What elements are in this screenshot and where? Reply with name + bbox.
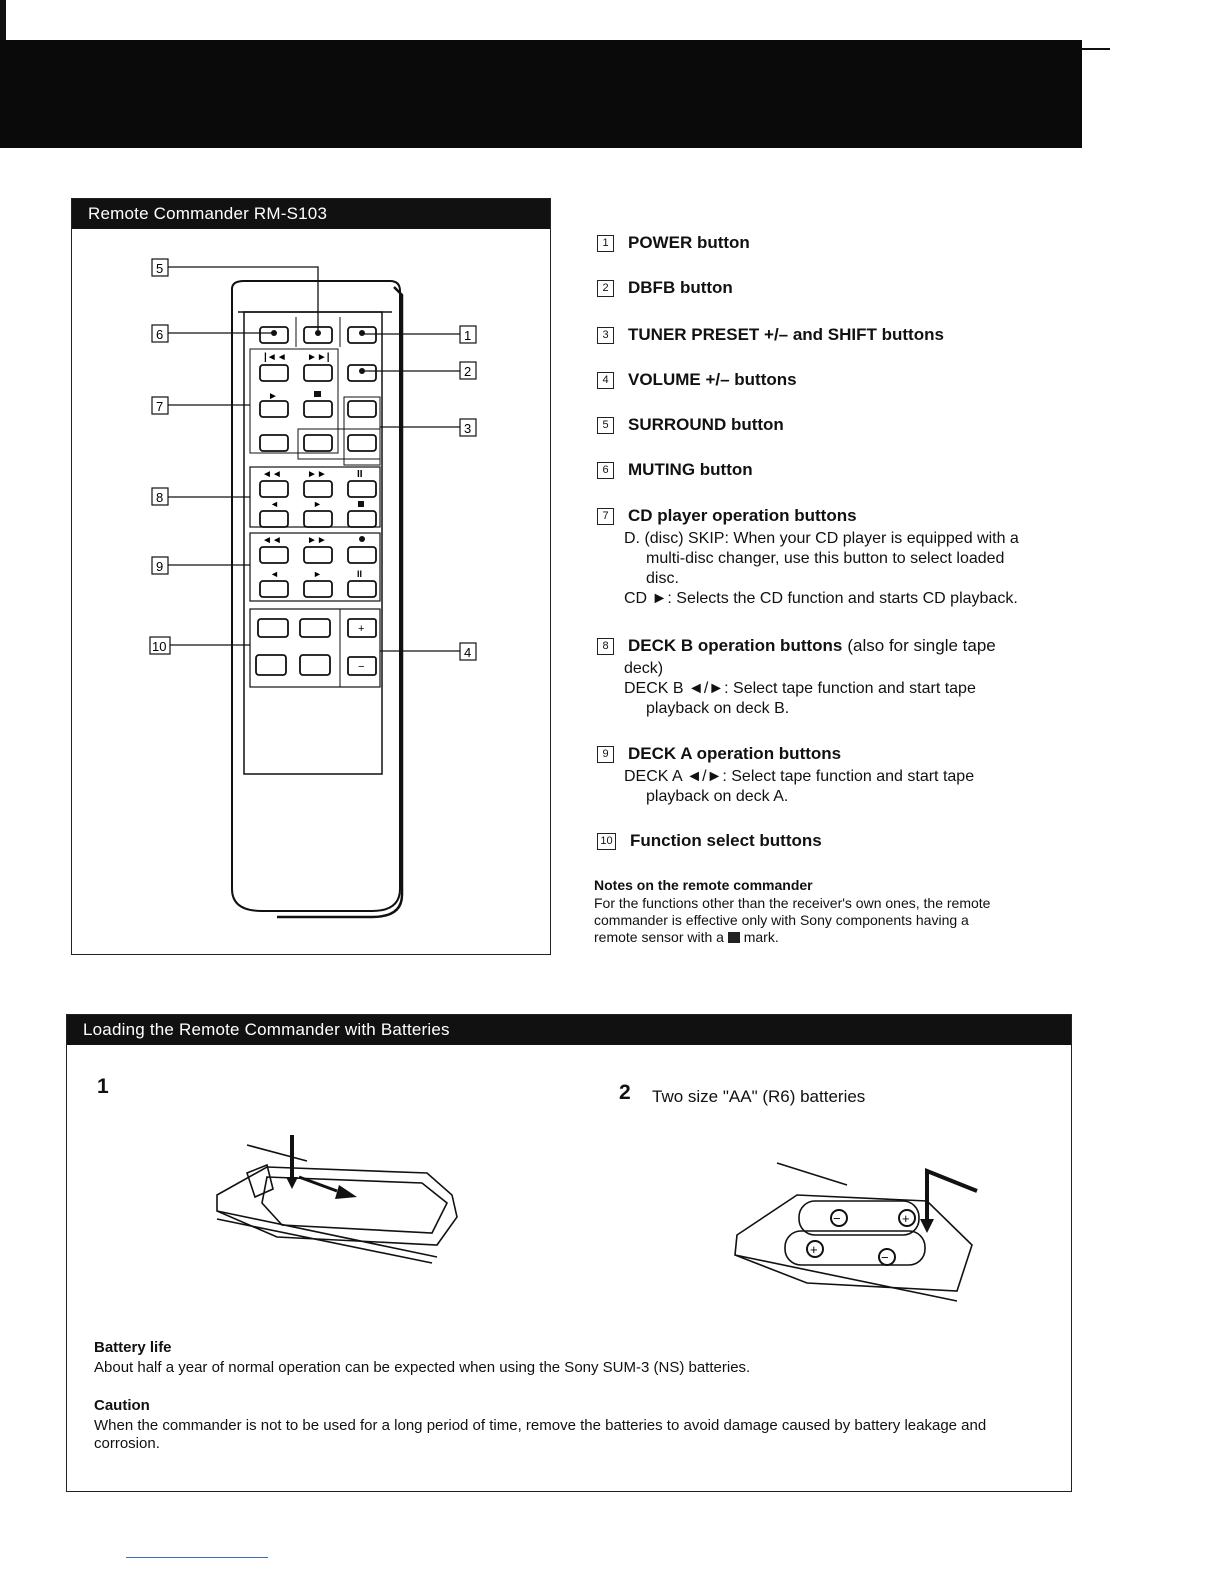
battery-panel: Loading the Remote Commander with Batter… — [66, 1014, 1072, 1492]
battery-life-title: Battery life — [94, 1339, 172, 1356]
svg-text:4: 4 — [464, 645, 471, 660]
part-label: TUNER PRESET +/– and SHIFT buttons — [628, 325, 944, 344]
top-button-row — [259, 317, 377, 347]
svg-text:3: 3 — [464, 421, 471, 436]
step-2-text: Two size "AA" (R6) batteries — [652, 1087, 866, 1106]
part-label: Function select buttons — [630, 831, 822, 850]
part-number: 6 — [597, 461, 614, 479]
part-number: 10 — [597, 832, 616, 850]
battery-minus-sign: − — [881, 1250, 889, 1265]
part-number: 9 — [597, 745, 614, 763]
svg-text:II: II — [357, 469, 363, 480]
svg-text:9: 9 — [156, 559, 163, 574]
svg-text:5: 5 — [156, 261, 163, 276]
part-label: CD player operation buttons — [628, 506, 857, 525]
svg-text:►: ► — [313, 499, 322, 509]
svg-text:►: ► — [313, 569, 322, 579]
part-4: 4 VOLUME +/– buttons — [597, 370, 1087, 390]
part-label: POWER button — [628, 233, 750, 252]
svg-text:|◄◄: |◄◄ — [264, 352, 287, 363]
caution-title: Caution — [94, 1397, 150, 1414]
part-1: 1 POWER button — [597, 233, 1087, 253]
header-rule — [1082, 48, 1110, 50]
open-battery-cover-illustration — [216, 1135, 458, 1264]
svg-text:◄◄: ◄◄ — [262, 535, 282, 546]
part-number: 2 — [597, 279, 614, 297]
part-number: 8 — [597, 637, 614, 655]
part-number: 4 — [597, 371, 614, 389]
svg-text:►►: ►► — [307, 469, 327, 480]
svg-text:►: ► — [268, 391, 278, 402]
part-10: 10 Function select buttons — [597, 831, 1087, 851]
part-label: DECK B operation buttons — [628, 636, 843, 655]
svg-text:7: 7 — [156, 399, 163, 414]
svg-text:+: + — [358, 623, 364, 635]
remote-panel-title: Remote Commander RM-S103 — [72, 199, 550, 229]
remote-notes: Notes on the remote commander For the fu… — [594, 877, 1054, 946]
svg-text:6: 6 — [156, 327, 163, 342]
part-label-suffix: (also for single tape — [847, 636, 996, 655]
part-label: DBFB button — [628, 278, 733, 297]
remote-panel: Remote Commander RM-S103 |◄◄ ►►| ► — [71, 198, 551, 955]
battery-plus-sign: + — [810, 1242, 818, 1257]
svg-text:8: 8 — [156, 490, 163, 505]
part-number: 5 — [597, 416, 614, 434]
svg-text:1: 1 — [464, 328, 471, 343]
svg-text:◄: ◄ — [270, 499, 279, 509]
svg-text:◄◄: ◄◄ — [262, 469, 282, 480]
caution-note: Caution When the commander is not to be … — [94, 1397, 1054, 1453]
part-6: 6 MUTING button — [597, 460, 1087, 480]
svg-text:◄: ◄ — [270, 569, 279, 579]
part-label: VOLUME +/– buttons — [628, 370, 797, 389]
part-number: 7 — [597, 507, 614, 525]
svg-text:►►: ►► — [307, 535, 327, 546]
part-9: 9 DECK A operation buttons DECK A ◄/►: Se… — [597, 744, 1087, 807]
svg-text:10: 10 — [152, 639, 166, 654]
part-label: MUTING button — [628, 460, 753, 479]
battery-minus-sign: − — [833, 1211, 841, 1226]
battery-plus-sign: + — [902, 1211, 910, 1226]
step-1-number: 1 — [97, 1075, 109, 1098]
insert-batteries-illustration: − + + − — [734, 1162, 978, 1302]
svg-text:−: − — [358, 661, 364, 673]
svg-text:2: 2 — [464, 364, 471, 379]
part-label: DECK A operation buttons — [628, 744, 842, 763]
part-number: 3 — [597, 326, 614, 344]
part-5: 5 SURROUND button — [597, 415, 1087, 435]
notes-title: Notes on the remote commander — [594, 877, 813, 893]
part-label: SURROUND button — [628, 415, 784, 434]
remote-illustration: |◄◄ ►►| ► ◄◄ ►► II ◄ ► ◄◄ ►► — [149, 258, 477, 919]
battery-panel-title: Loading the Remote Commander with Batter… — [67, 1015, 1071, 1045]
svg-text:II: II — [357, 569, 362, 579]
part-description: DECK A ◄/►: Select tape function and sta… — [624, 768, 975, 805]
header-bar — [0, 40, 1082, 148]
corner-mark — [0, 0, 6, 40]
part-3: 3 TUNER PRESET +/– and SHIFT buttons — [597, 325, 1087, 345]
battery-life-note: Battery life About half a year of normal… — [94, 1339, 1054, 1377]
part-number: 1 — [597, 234, 614, 252]
part-2: 2 DBFB button — [597, 278, 1087, 298]
remote-sensor-icon — [727, 932, 740, 943]
svg-text:►►|: ►►| — [307, 352, 330, 363]
part-8: 8 DECK B operation buttons(also for singl… — [597, 636, 1087, 719]
part-7: 7 CD player operation buttons D. (disc) S… — [597, 506, 1087, 609]
footer-rule — [126, 1557, 268, 1558]
part-description: deck) DECK B ◄/►: Select tape function a… — [624, 660, 976, 717]
step-2-number: 2 — [619, 1081, 631, 1104]
part-description: D. (disc) SKIP: When your CD player is e… — [624, 530, 1019, 607]
